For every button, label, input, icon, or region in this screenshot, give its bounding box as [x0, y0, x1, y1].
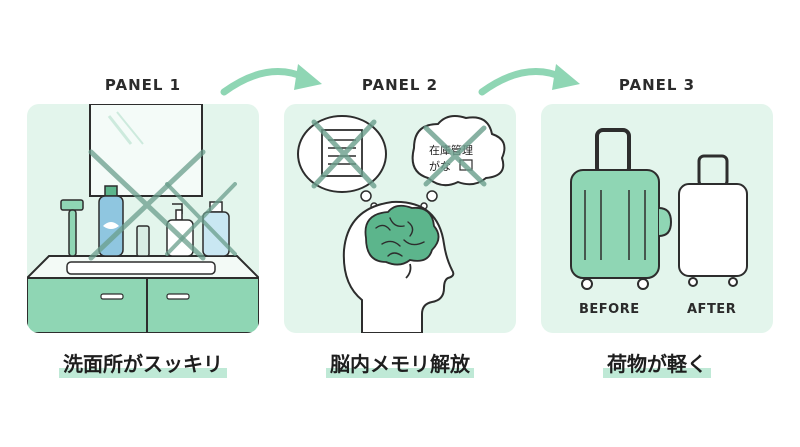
panel-3-caption: 荷物が軽く — [541, 348, 773, 378]
before-label: BEFORE — [579, 302, 640, 317]
panel-2-caption: 脳内メモリ解放 — [284, 348, 516, 378]
panel-1-label: PANEL 1 — [104, 76, 182, 94]
vanity-cabinet — [27, 277, 259, 333]
panel-1-caption: 洗面所がスッキリ — [27, 348, 259, 378]
cross-out-mark — [423, 125, 487, 187]
caption-text: 洗面所がスッキリ — [59, 352, 227, 378]
sink-basin — [66, 261, 216, 275]
caption-text: 脳内メモリ解放 — [326, 352, 474, 378]
panel-2: 在庫管理 がな — [284, 104, 516, 333]
cross-out-mark — [88, 149, 206, 261]
suitcase-before-icon — [570, 128, 673, 290]
after-label: AFTER — [687, 302, 737, 317]
brain-icon — [364, 204, 440, 279]
mirror — [89, 104, 203, 197]
shaving-can-icon — [98, 185, 124, 257]
curved-arrow-icon — [478, 64, 580, 96]
small-bottle-icon — [136, 225, 150, 257]
cross-out-mark — [311, 119, 377, 189]
thought-bubble-right: 在庫管理 がな — [411, 115, 506, 210]
caption-text: 荷物が軽く — [603, 352, 711, 378]
panel-3-label: PANEL 3 — [618, 76, 696, 94]
suitcase-after-icon — [678, 154, 748, 287]
panel-1 — [27, 104, 259, 333]
panel-3: BEFORE AFTER — [541, 104, 773, 333]
cross-out-mark — [165, 182, 237, 256]
curved-arrow-icon — [220, 64, 322, 96]
razor-icon — [60, 199, 84, 257]
panel-2-label: PANEL 2 — [361, 76, 439, 94]
thought-bubble-left — [297, 115, 387, 210]
